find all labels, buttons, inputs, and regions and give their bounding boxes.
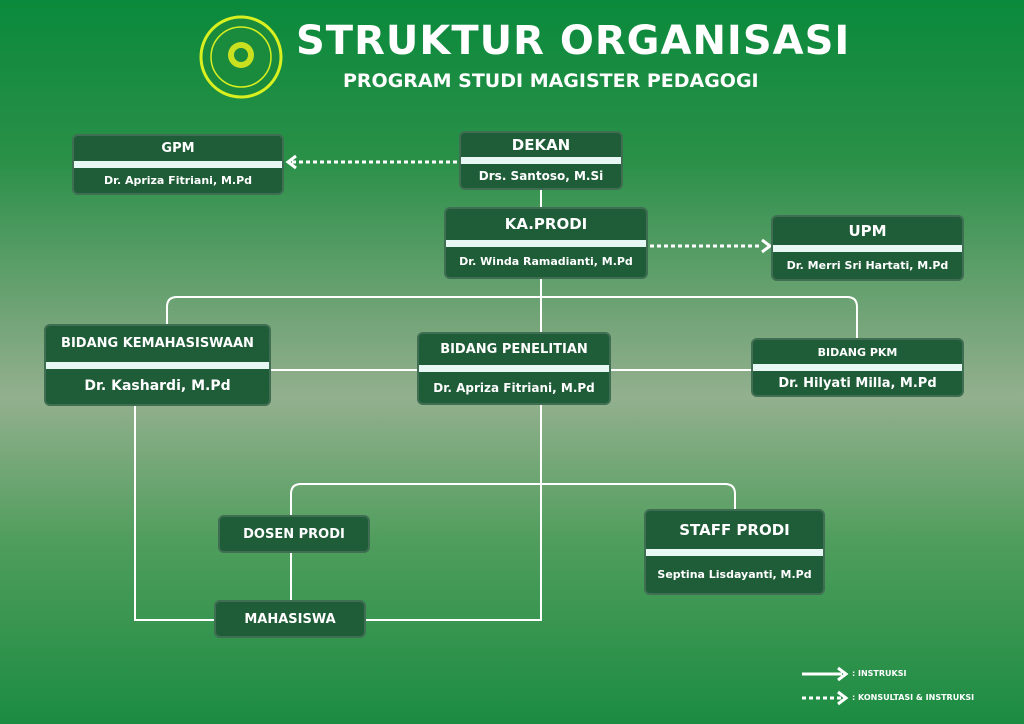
node-name: Dr. Kashardi, M.Pd xyxy=(84,378,231,395)
node-dekan: DEKAN Drs. Santoso, M.Si xyxy=(459,131,623,190)
node-title: GPM xyxy=(161,141,195,156)
node-gpm: GPM Dr. Apriza Fitriani, M.Pd xyxy=(72,134,284,195)
node-title: DOSEN PRODI xyxy=(243,526,345,542)
node-staff: STAFF PRODI Septina Lisdayanti, M.Pd xyxy=(644,509,825,595)
node-name: Drs. Santoso, M.Si xyxy=(478,169,604,183)
line-dosen-staff xyxy=(290,483,736,515)
node-title: BIDANG KEMAHASISWAAN xyxy=(61,336,254,352)
line-bidang-branch xyxy=(166,296,858,338)
node-title: DEKAN xyxy=(511,136,571,154)
node-kemahasiswaan: BIDANG KEMAHASISWAAN Dr. Kashardi, M.Pd xyxy=(44,324,271,406)
node-name: Dr. Hilyati Milla, M.Pd xyxy=(778,375,937,391)
node-kaprodi: KA.PRODI Dr. Winda Ramadianti, M.Pd xyxy=(444,207,648,279)
node-title: STAFF PRODI xyxy=(679,520,790,539)
line-kaprodi-mahasiswa xyxy=(366,279,542,621)
node-title: UPM xyxy=(848,221,887,240)
page-subtitle: PROGRAM STUDI MAGISTER PEDAGOGI xyxy=(343,70,759,92)
node-name: Dr. Winda Ramadianti, M.Pd xyxy=(459,255,633,269)
node-title: BIDANG PENELITIAN xyxy=(440,342,588,357)
page-title: STRUKTUR ORGANISASI xyxy=(296,18,851,64)
node-title: MAHASISWA xyxy=(244,611,336,627)
logo xyxy=(199,15,283,99)
line-kemahasiswaan-mahasiswa xyxy=(134,406,214,621)
legend-solid-label: : INSTRUKSI xyxy=(852,669,907,678)
node-dosen: DOSEN PRODI xyxy=(218,515,370,553)
node-upm: UPM Dr. Merri Sri Hartati, M.Pd xyxy=(771,215,964,281)
node-name: Dr. Apriza Fitriani, M.Pd xyxy=(433,380,595,395)
node-title: KA.PRODI xyxy=(504,215,588,234)
node-name: Dr. Apriza Fitriani, M.Pd xyxy=(103,174,253,187)
legend-dotted-label: : KONSULTASI & INSTRUKSI xyxy=(852,693,975,702)
node-pkm: BIDANG PKM Dr. Hilyati Milla, M.Pd xyxy=(751,338,964,397)
node-name: Septina Lisdayanti, M.Pd xyxy=(657,567,812,581)
node-penelitian: BIDANG PENELITIAN Dr. Apriza Fitriani, M… xyxy=(417,332,611,405)
node-name: Dr. Merri Sri Hartati, M.Pd xyxy=(786,258,949,272)
node-title: BIDANG PKM xyxy=(817,345,898,359)
node-mahasiswa: MAHASISWA xyxy=(214,600,366,638)
